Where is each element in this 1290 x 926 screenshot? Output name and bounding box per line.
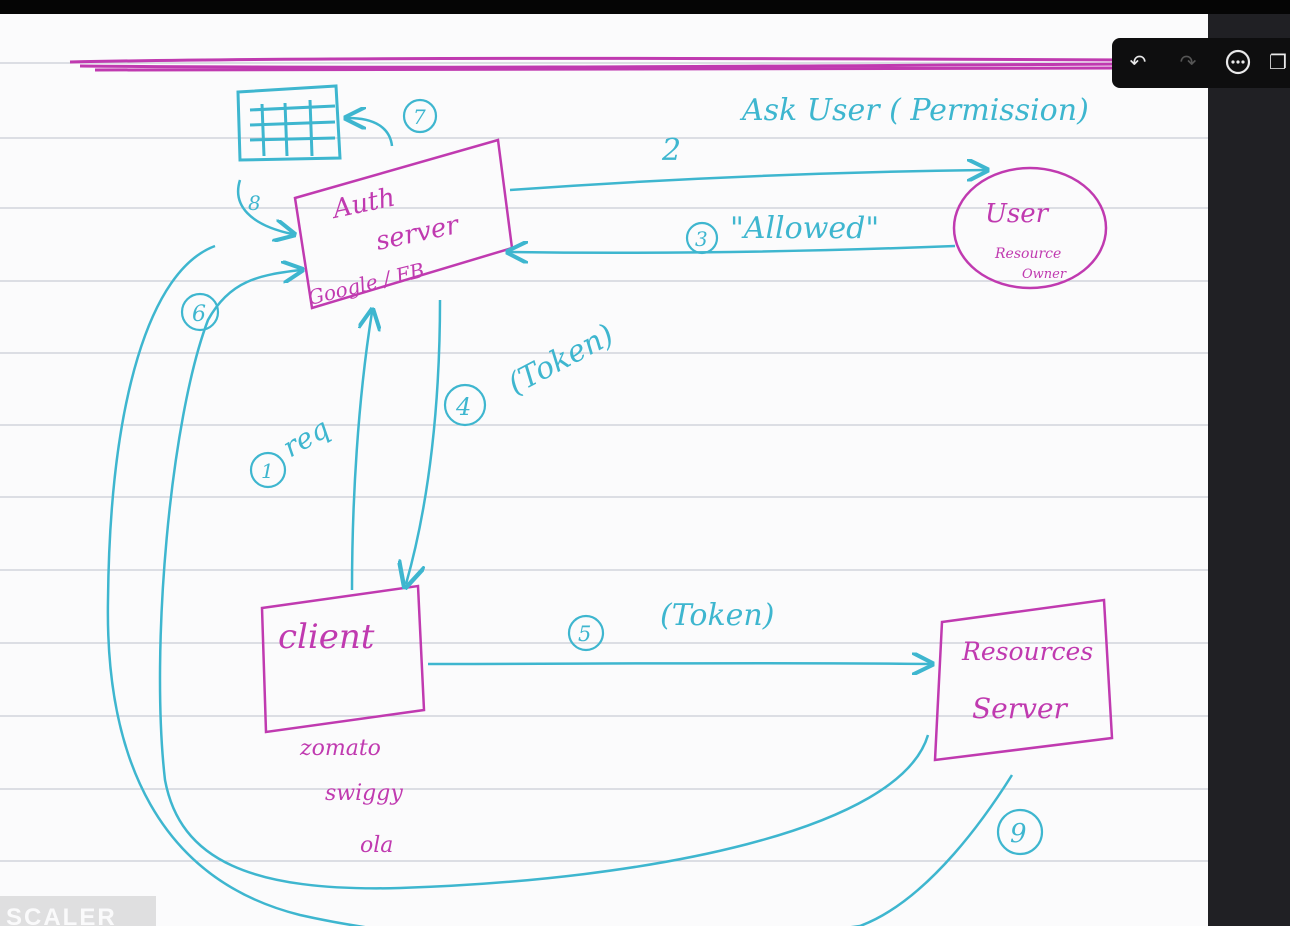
- right-side-panel: [1208, 14, 1290, 926]
- arrow-token-access: [427, 663, 930, 664]
- step-6-circle: [180, 292, 220, 332]
- resource-server-label-2: Server: [972, 692, 1069, 725]
- step-1-label: req: [277, 412, 335, 465]
- redo-icon[interactable]: ↷: [1179, 50, 1197, 74]
- client-label: client: [278, 617, 375, 657]
- user-node-label: User: [985, 199, 1050, 229]
- user-node-sublabel-2: Owner: [1022, 267, 1067, 282]
- floating-toolbar: ↶ ↷ ❐: [1112, 38, 1290, 88]
- step-3-circle: [685, 221, 719, 255]
- step-4-number: 4: [455, 393, 471, 421]
- step-3-label: "Allowed": [730, 211, 879, 246]
- copy-icon[interactable]: ❐: [1269, 50, 1287, 74]
- step-9-number: 9: [1010, 819, 1027, 849]
- step-5-circle: [567, 614, 605, 652]
- step-4-label: (Token): [502, 317, 619, 402]
- step-7-number: 7: [413, 105, 426, 129]
- client-example-2: swiggy: [325, 781, 403, 806]
- step-3-number: 3: [695, 227, 708, 251]
- step-9-circle: [996, 808, 1044, 856]
- scaler-watermark: SCALER: [0, 896, 156, 926]
- step-5-number: 5: [578, 622, 591, 646]
- arrow-store-db: [348, 118, 394, 147]
- client-box: [260, 584, 426, 734]
- step-1-number: 1: [261, 459, 274, 483]
- undo-icon[interactable]: ↶: [1129, 50, 1147, 74]
- step-4-circle: [443, 383, 487, 427]
- client-example-3: ola: [360, 833, 393, 858]
- ruled-lines: [0, 62, 1208, 862]
- resource-server-label-1: Resources: [961, 637, 1093, 666]
- step-2-number: 2: [661, 133, 681, 168]
- arrow-validation-response: [106, 244, 1014, 926]
- arrow-token-issue: [406, 299, 442, 584]
- pink-separator-line: [69, 56, 1131, 73]
- arrow-ask-permission: [509, 170, 985, 192]
- arrow-db-lookup: [237, 179, 292, 234]
- top-black-bar: [0, 0, 1290, 14]
- step-8-number: 8: [248, 191, 261, 215]
- database-icon: [236, 84, 342, 162]
- step-1-circle: [249, 451, 287, 489]
- user-node-sublabel-1: Resource: [994, 246, 1061, 262]
- arrow-allowed: [510, 246, 956, 253]
- arrow-validate-token: [158, 270, 930, 890]
- step-5-label: (Token): [660, 598, 774, 633]
- auth-server-label-1: Auth: [328, 182, 398, 225]
- step-7-circle: [402, 98, 438, 134]
- auth-server-label-2: server: [373, 210, 463, 257]
- step-2-label: Ask User ( Permission): [739, 93, 1089, 128]
- diagram-canvas: Auth server Google / FB User Resource Ow…: [0, 56, 1208, 926]
- client-example-1: zomato: [299, 736, 381, 761]
- resource-server-box: [933, 598, 1114, 762]
- arrow-request: [350, 312, 372, 591]
- user-node-circle: [952, 166, 1108, 290]
- step-6-number: 6: [192, 302, 206, 327]
- notebook-page[interactable]: Auth server Google / FB User Resource Ow…: [0, 14, 1208, 926]
- auth-server-label-3: Google / FB: [305, 258, 426, 310]
- more-options-icon[interactable]: [1222, 46, 1254, 78]
